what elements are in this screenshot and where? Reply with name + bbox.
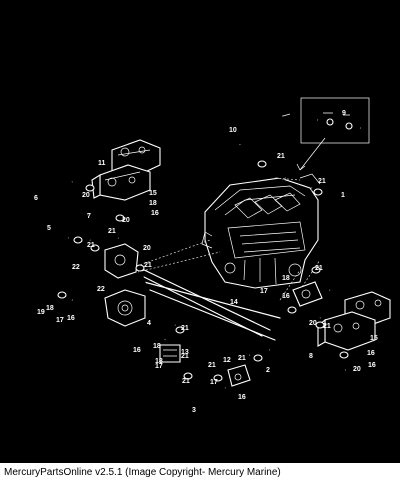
callout-20: 20 [122, 217, 130, 224]
callout-21: 21 [144, 262, 152, 269]
fitting-18-right [292, 281, 323, 307]
callout-21: 21 [323, 323, 331, 330]
copyright-caption-bar: MercuryPartsOnline v2.5.1 (Image Copyrig… [0, 463, 400, 483]
callout-9: 9 [342, 110, 346, 117]
hose-2 [249, 316, 322, 358]
callout-15: 15 [370, 335, 378, 342]
hose-6 [57, 180, 92, 242]
callout-18: 18 [149, 200, 157, 207]
thermostat-housing [104, 243, 139, 279]
callout-7: 7 [87, 213, 91, 220]
callout-16: 16 [282, 293, 290, 300]
pipe-14-bundle [139, 267, 281, 341]
hose-5 [45, 235, 73, 303]
callout-22: 22 [72, 264, 80, 271]
right-exhaust-manifold [317, 291, 391, 351]
callout-21: 21 [87, 242, 95, 249]
callout-21: 21 [277, 153, 285, 160]
fitting-13 [159, 344, 181, 363]
callout-15: 15 [149, 190, 157, 197]
callout-14: 14 [230, 299, 238, 306]
callout-17: 17 [260, 288, 268, 295]
callout-16: 16 [133, 347, 141, 354]
hose-clamps [57, 160, 349, 382]
callout-16: 16 [368, 362, 376, 369]
callout-21: 21 [318, 178, 326, 185]
callout-18: 18 [153, 343, 161, 350]
callout-2: 2 [266, 367, 270, 374]
callout-17: 17 [56, 317, 64, 324]
callout-8: 8 [309, 353, 313, 360]
copyright-caption: MercuryPartsOnline v2.5.1 (Image Copyrig… [4, 467, 281, 478]
callout-16: 16 [367, 350, 375, 357]
callout-21: 21 [181, 353, 189, 360]
hose-4 [138, 269, 176, 327]
cooling-hose-exploded-view: 9 10 21 11 20 15 18 16 21 1 6 7 20 5 21 … [34, 97, 391, 414]
callout-21: 21 [181, 325, 189, 332]
callout-18: 18 [155, 358, 163, 365]
callout-21: 21 [182, 378, 190, 385]
callout-3: 3 [192, 407, 196, 414]
callout-4: 4 [147, 320, 151, 327]
callout-11: 11 [98, 160, 106, 167]
callout-5: 5 [47, 225, 51, 232]
callout-20: 20 [309, 320, 317, 327]
parts-diagram: 9 10 21 11 20 15 18 16 21 1 6 7 20 5 21 … [0, 0, 400, 463]
callout-16: 16 [151, 210, 159, 217]
callout-1: 1 [341, 192, 345, 199]
callout-21: 21 [108, 228, 116, 235]
callout-16: 16 [238, 394, 246, 401]
hose-10 [237, 113, 291, 180]
hose-1 [311, 185, 349, 292]
callout-20: 20 [82, 192, 90, 199]
detail-inset [296, 97, 370, 171]
callout-6: 6 [34, 195, 38, 202]
water-pump [104, 289, 146, 327]
callout-20: 20 [353, 366, 361, 373]
callout-labels: 9 10 21 11 20 15 18 16 21 1 6 7 20 5 21 … [34, 110, 378, 414]
callout-17: 17 [210, 379, 218, 386]
callout-21: 21 [315, 265, 323, 272]
callout-21: 21 [238, 355, 246, 362]
callout-20: 20 [143, 245, 151, 252]
callout-12: 12 [223, 357, 231, 364]
hose-7 [86, 214, 119, 240]
engine-block [201, 173, 321, 289]
callout-17: 17 [155, 363, 163, 370]
callout-16: 16 [67, 315, 75, 322]
callout-18: 18 [282, 275, 290, 282]
hose-8 [269, 348, 346, 377]
callout-22: 22 [97, 286, 105, 293]
callout-13: 13 [181, 349, 189, 356]
fitting-12 [227, 364, 251, 387]
callout-19: 19 [37, 309, 45, 316]
left-exhaust-manifold [91, 139, 161, 201]
alignment-guides [137, 177, 321, 301]
callout-10: 10 [229, 127, 237, 134]
callout-21: 21 [208, 362, 216, 369]
callout-18: 18 [46, 305, 54, 312]
